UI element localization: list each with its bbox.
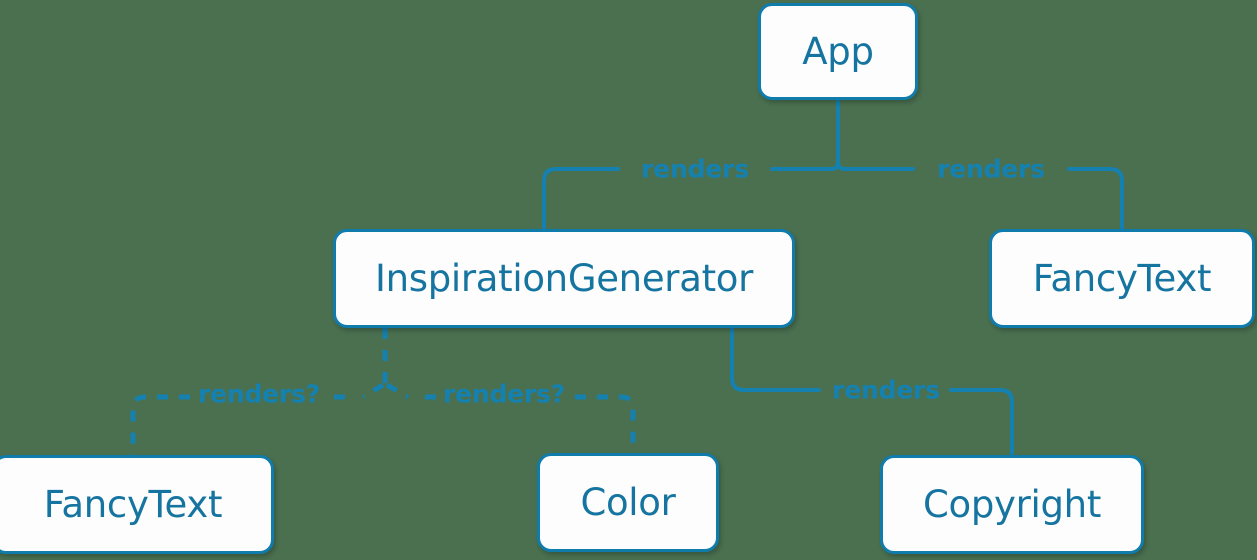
edge-label-inspiration-generator-to-copyright: renders bbox=[832, 375, 940, 405]
edge-app-stem-right bbox=[836, 98, 847, 171]
edge-inspiration-generator-to-copyright bbox=[730, 326, 1014, 457]
edge-inspiration-generator-to-fancytext-bottom bbox=[130, 382, 385, 455]
edge-label-app-to-inspiration-generator: renders bbox=[641, 154, 749, 184]
node-copyright-label: Copyright bbox=[922, 483, 1102, 526]
node-color[interactable]: Color bbox=[537, 453, 719, 552]
node-inspiration-generator-label: InspirationGenerator bbox=[374, 257, 754, 300]
node-copyright[interactable]: Copyright bbox=[880, 455, 1144, 554]
node-color-label: Color bbox=[580, 481, 676, 524]
edge-label-inspiration-generator-to-fancytext-bottom: renders? bbox=[197, 379, 321, 409]
edge-label-app-to-fancytext-right: renders bbox=[937, 154, 1045, 184]
edge-label-inspiration-generator-to-color: renders? bbox=[442, 379, 566, 409]
edge-app-to-inspiration-generator bbox=[542, 167, 833, 231]
node-app[interactable]: App bbox=[758, 3, 918, 100]
node-fancytext-bottom[interactable]: FancyText bbox=[0, 455, 274, 554]
node-fancytext-right[interactable]: FancyText bbox=[989, 229, 1255, 328]
node-inspiration-generator[interactable]: InspirationGenerator bbox=[333, 229, 795, 328]
edge-app-to-fancytext-right bbox=[843, 167, 1124, 231]
edge-inspiration-generator-to-color bbox=[385, 382, 636, 453]
node-fancytext-right-label: FancyText bbox=[1032, 257, 1212, 300]
node-fancytext-bottom-label: FancyText bbox=[43, 483, 223, 526]
node-app-label: App bbox=[802, 30, 874, 73]
